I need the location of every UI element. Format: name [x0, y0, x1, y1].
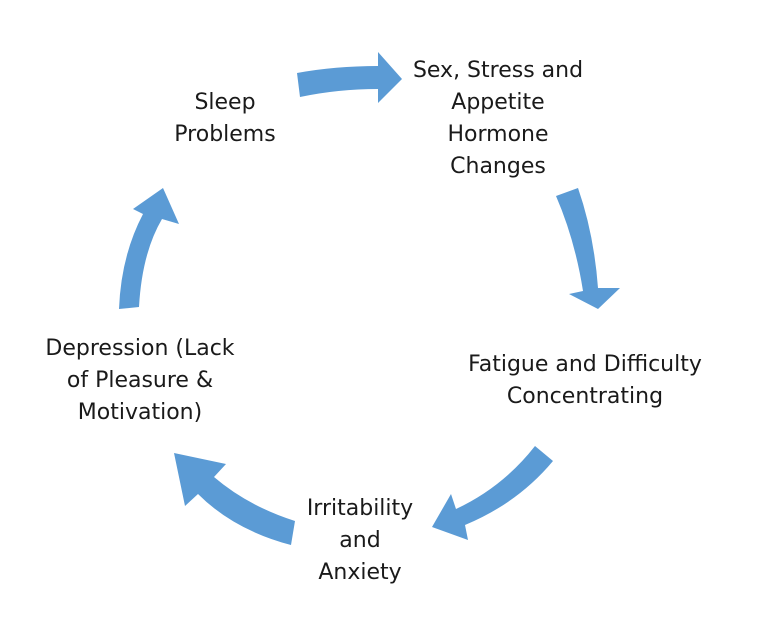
- node-line: Changes: [450, 154, 546, 179]
- node-line: Problems: [174, 122, 276, 147]
- node-irritability-anxiety: Irritability and Anxiety: [280, 493, 440, 589]
- node-line: Concentrating: [506, 384, 664, 409]
- arrow-depression-to-sleep: [119, 188, 179, 309]
- node-line: Depression (Lack: [45, 336, 235, 361]
- node-depression: Depression (Lack of Pleasure & Motivatio…: [20, 333, 260, 429]
- node-line: Anxiety: [318, 560, 402, 585]
- node-line: Hormone: [447, 122, 549, 147]
- arrow-sleep-to-hormone: [297, 52, 402, 103]
- node-fatigue-concentrating: Fatigue and Difficulty Concentrating: [440, 349, 730, 413]
- arrow-irritability-to-depression: [174, 453, 295, 545]
- node-line: Sleep: [194, 90, 256, 115]
- node-line: Appetite: [451, 90, 545, 115]
- node-line: Motivation): [77, 400, 203, 425]
- arrow-hormone-to-fatigue: [556, 188, 620, 309]
- node-hormone-changes: Sex, Stress and Appetite Hormone Changes: [398, 55, 598, 183]
- node-line: Irritability: [306, 496, 414, 521]
- node-line: Sex, Stress and: [412, 58, 584, 83]
- node-line: of Pleasure &: [66, 368, 214, 393]
- node-sleep-problems: Sleep Problems: [150, 87, 300, 151]
- node-line: and: [339, 528, 381, 553]
- node-line: Fatigue and Difficulty: [468, 352, 702, 377]
- arrow-fatigue-to-irritability: [432, 446, 553, 540]
